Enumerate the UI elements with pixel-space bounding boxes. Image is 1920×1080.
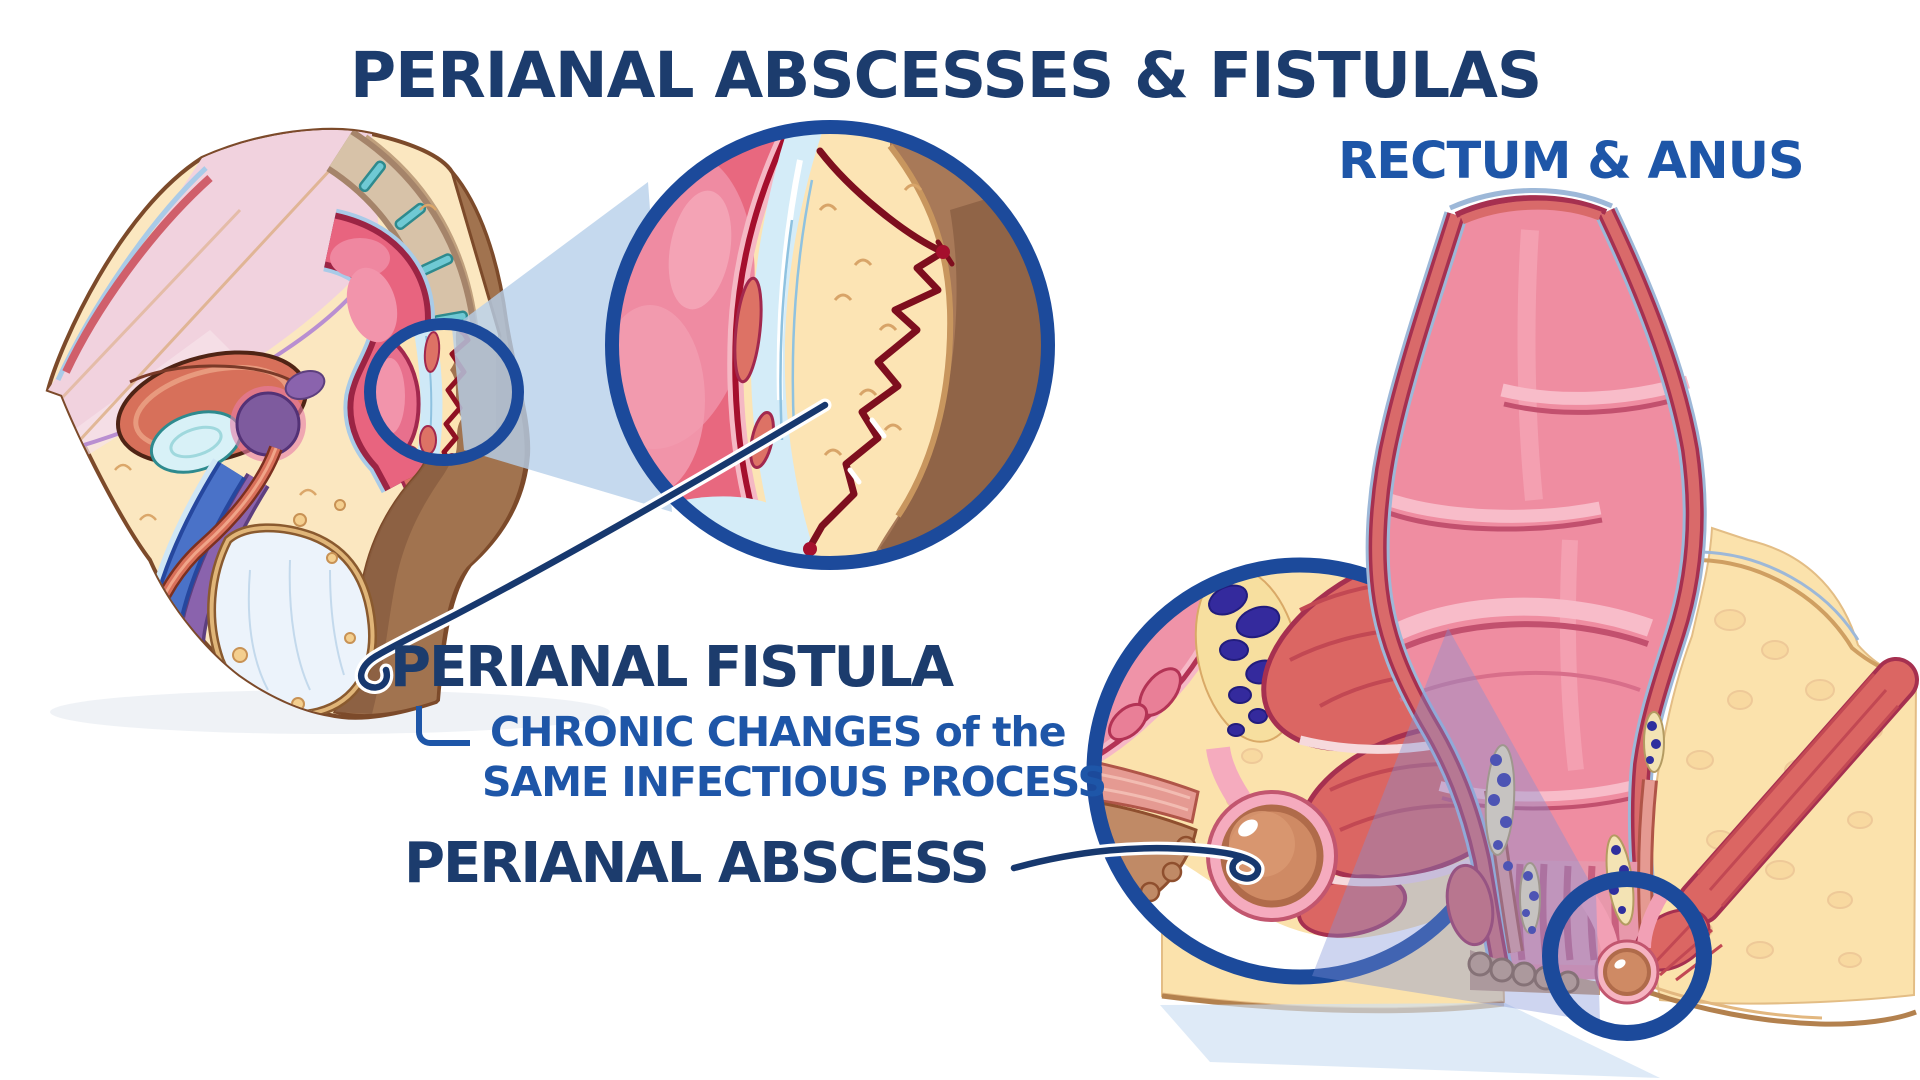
internal-opening xyxy=(803,542,817,556)
magnifier-ring-fistula xyxy=(605,120,1055,570)
zoom-beam-right xyxy=(1312,628,1600,1022)
inset-tract-space xyxy=(750,127,823,563)
page-title: PERIANAL ABSCESSES & FISTULAS xyxy=(350,39,1542,112)
pelvis-sagittal-illustration xyxy=(45,127,610,734)
pelvis-interior xyxy=(48,129,528,718)
seminal-vesicle xyxy=(284,369,326,401)
rectum-anus-heading: RECTUM & ANUS xyxy=(1338,132,1805,191)
hemorrhoidal-veins-left xyxy=(1488,754,1513,871)
inset-venous-plexus xyxy=(1208,584,1281,737)
abdominal-region xyxy=(48,129,380,453)
ground-shadow-right xyxy=(1160,1003,1660,1078)
anal-canal-column xyxy=(1365,188,1919,1005)
glans xyxy=(146,634,186,686)
perianal-abscess-in-situ xyxy=(1603,948,1651,996)
magnifier-ring-pelvis xyxy=(364,318,524,466)
perianal-abscess-label: PERIANAL ABSCESS xyxy=(404,831,990,896)
abscess-leader-line xyxy=(1010,844,1262,882)
fistula-note-line1: CHRONIC CHANGES of the xyxy=(490,708,1067,756)
leader-lines xyxy=(354,398,1265,885)
prostate xyxy=(235,391,301,457)
magnifier-ring-anus xyxy=(1542,871,1712,1041)
external-opening xyxy=(936,245,950,259)
fistula-note-line2: SAME INFECTIOUS PROCESS xyxy=(482,758,1107,806)
fistula-leader-line xyxy=(357,401,829,691)
note-elbow-connector xyxy=(416,706,470,746)
perianal-fistula-label: PERIANAL FISTULA xyxy=(390,635,954,700)
abdominal-wall-muscle xyxy=(62,175,213,374)
